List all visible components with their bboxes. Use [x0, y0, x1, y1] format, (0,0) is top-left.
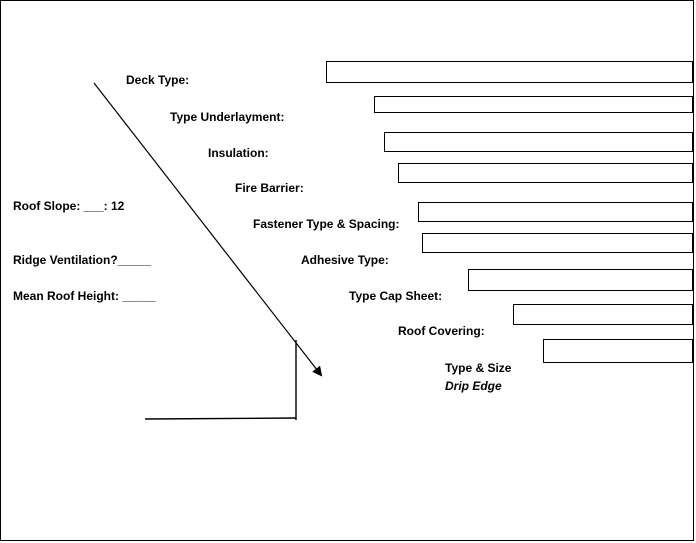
roof-covering-field[interactable]	[513, 304, 693, 325]
drip-edge-type-size-label: Type & Size	[445, 361, 512, 375]
adhesive-type-field[interactable]	[422, 233, 693, 253]
roof-slope-label: Roof Slope: ___: 12	[13, 199, 125, 213]
fastener-type-spacing-field[interactable]	[418, 202, 693, 222]
fire-barrier-label: Fire Barrier:	[235, 181, 304, 195]
drip-edge-field[interactable]	[543, 339, 693, 363]
drip-edge-label: Drip Edge	[445, 379, 502, 393]
type-cap-sheet-field[interactable]	[468, 269, 693, 291]
roof-covering-label: Roof Covering:	[398, 324, 485, 338]
fire-barrier-field[interactable]	[398, 163, 693, 183]
adhesive-type-label: Adhesive Type:	[301, 253, 389, 267]
type-underlayment-field[interactable]	[374, 96, 693, 113]
deck-type-field[interactable]	[326, 61, 693, 83]
type-cap-sheet-label: Type Cap Sheet:	[349, 289, 443, 303]
type-underlayment-label: Type Underlayment:	[170, 110, 285, 124]
ridge-ventilation-label: Ridge Ventilation?_____	[13, 253, 152, 267]
insulation-label: Insulation:	[208, 146, 269, 160]
insulation-field[interactable]	[384, 132, 693, 152]
fastener-type-spacing-label: Fastener Type & Spacing:	[253, 217, 400, 231]
mean-roof-height-label: Mean Roof Height: _____	[13, 289, 156, 303]
deck-type-label: Deck Type:	[126, 73, 190, 87]
